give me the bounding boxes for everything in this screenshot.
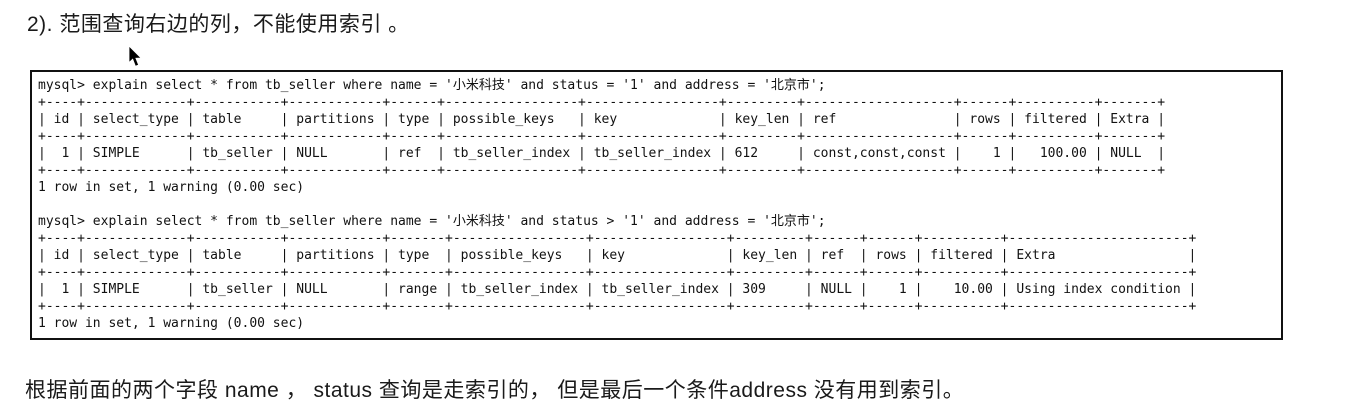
terminal-output: mysql> explain select * from tb_seller w… [38, 78, 1197, 331]
mysql-terminal: mysql> explain select * from tb_seller w… [30, 70, 1283, 340]
mouse-cursor-icon [128, 45, 144, 68]
page-title: 2). 范围查询右边的列，不能使用索引 。 [27, 13, 410, 36]
footer-note: 根据前面的两个字段 name ， status 查询是走索引的， 但是最后一个条… [25, 379, 965, 402]
